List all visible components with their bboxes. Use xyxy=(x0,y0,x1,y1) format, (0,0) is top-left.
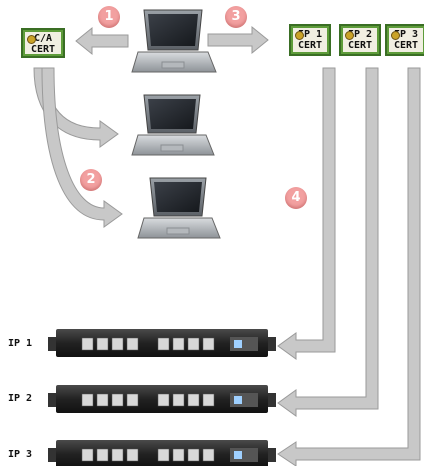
ip2-cert: IP 2 CERT xyxy=(339,24,381,56)
pdu-3 xyxy=(48,440,276,466)
ip1-cert: IP 1 CERT xyxy=(289,24,331,56)
arrow-laptop-to-ip-certs xyxy=(207,25,269,55)
seal-icon xyxy=(295,31,304,40)
arrow-ip3-to-pdu3 xyxy=(277,67,421,466)
ip3-cert: IP 3 CERT xyxy=(385,24,424,56)
ip3-cert-line1: IP 3 xyxy=(393,29,419,40)
ip3-cert-line2: CERT xyxy=(393,40,419,51)
seal-icon xyxy=(345,31,354,40)
arrow-ca-to-client-2 xyxy=(41,67,123,228)
step-badge-1: 1 xyxy=(98,6,120,28)
step-badge-2: 2 xyxy=(80,169,102,191)
arrow-ip2-to-pdu2 xyxy=(277,67,379,417)
ca-cert-line1: C/A xyxy=(33,33,53,44)
step-badge-3: 3 xyxy=(225,6,247,28)
ca-cert-line2: CERT xyxy=(30,44,56,55)
ip2-cert-line2: CERT xyxy=(347,40,373,51)
ca-cert: C/A CERT xyxy=(21,28,65,58)
seal-icon xyxy=(27,35,36,44)
arrows xyxy=(33,25,421,466)
pdu-label-1: IP 1 xyxy=(8,338,33,349)
client-laptop-2 xyxy=(137,177,221,239)
ip1-cert-line1: IP 1 xyxy=(297,29,323,40)
arrow-laptop-to-ca xyxy=(75,26,129,56)
pdu-label-3: IP 3 xyxy=(8,449,33,460)
pdu-2 xyxy=(48,385,276,413)
arrow-ip1-to-pdu1 xyxy=(277,67,336,360)
ip1-cert-line2: CERT xyxy=(297,40,323,51)
pdu-1 xyxy=(48,329,276,357)
step-badge-4: 4 xyxy=(285,187,307,209)
ip2-cert-line1: IP 2 xyxy=(347,29,373,40)
client-laptop-1 xyxy=(131,94,215,156)
seal-icon xyxy=(391,31,400,40)
admin-laptop xyxy=(131,9,217,73)
pdu-label-2: IP 2 xyxy=(8,393,33,404)
